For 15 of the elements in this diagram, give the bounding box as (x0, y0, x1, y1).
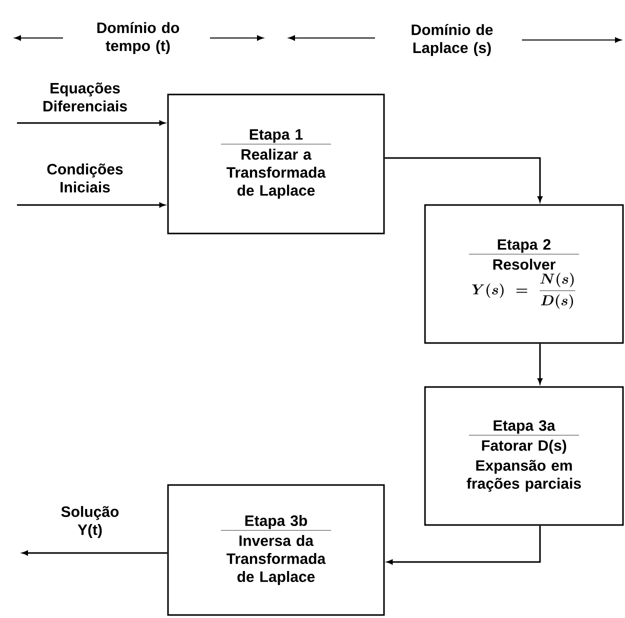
arrow (384, 157, 542, 202)
edge-label: Equações Diferenciais (43, 82, 127, 112)
process-box: Etapa 3b Inversa da Transformada de Laplace (167, 484, 385, 616)
arrow (17, 120, 165, 126)
arrow (17, 202, 165, 208)
domain-label: Domínio do tempo (t) (97, 22, 180, 54)
edge-label: Solução Y(t) (61, 506, 119, 538)
arrow (22, 550, 168, 556)
process-box: Etapa 1 Realizar a Transformada de Laplace (167, 94, 385, 234)
arrow (538, 344, 542, 384)
arrow (387, 526, 541, 564)
domain-label: Domínio de Laplace (s) (412, 24, 493, 56)
process-box: Etapa 2 Resolver $Y(s) = \frac{N(s)}{D(s)}$ (424, 204, 624, 344)
process-box: Etapa 3a Fatorar D(s) Expansão em frações parciais (424, 386, 624, 526)
edge-label: Condições Iniciais (47, 164, 123, 192)
